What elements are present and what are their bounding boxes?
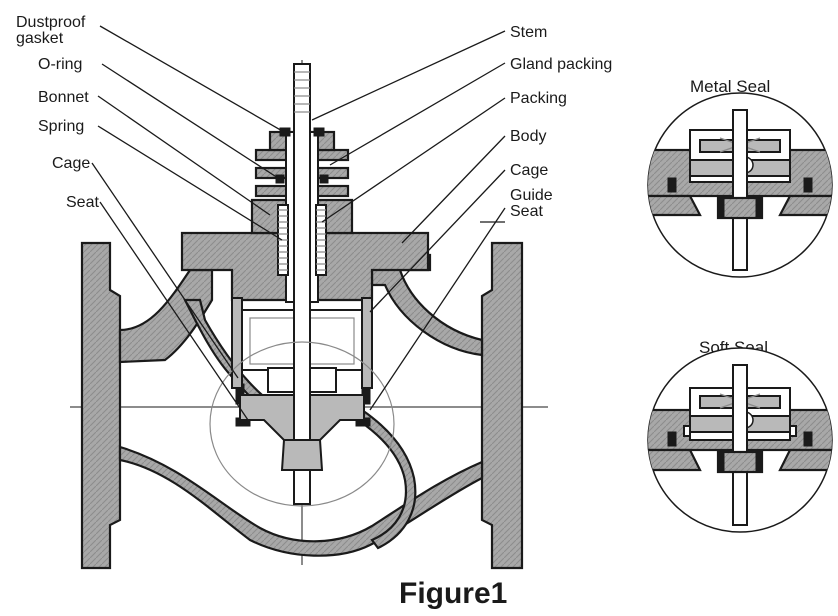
seat-detail-circle <box>209 341 395 507</box>
left-labels: Dustproof gasket O-ring Bonnet Spring Ca… <box>16 14 99 211</box>
label-guide: Guide <box>510 187 553 204</box>
body-upper-right <box>370 253 484 357</box>
label-seat-left: Seat <box>66 194 99 211</box>
label-body: Body <box>510 128 546 145</box>
left-leader-lines <box>91 25 285 421</box>
label-bonnet: Bonnet <box>38 89 89 106</box>
figure-title: Figure1 <box>399 577 507 610</box>
valve-stem <box>293 63 311 505</box>
left-flange <box>80 241 122 570</box>
right-leader-lines <box>311 30 506 411</box>
label-spring: Spring <box>38 118 84 135</box>
detail-soft-seal: Soft Seal <box>647 338 833 533</box>
label-o-ring: O-ring <box>38 56 82 73</box>
metal-seal-title: Metal Seal <box>690 77 770 96</box>
label-dustproof-gasket-1: Dustproof <box>16 14 86 31</box>
label-cage-right: Cage <box>510 162 548 179</box>
spring-coils <box>277 204 327 276</box>
label-cage-left: Cage <box>52 155 90 172</box>
label-packing: Packing <box>510 90 567 107</box>
right-labels: Stem Gland packing Packing Body Cage Gui… <box>510 24 612 220</box>
label-stem: Stem <box>510 24 547 41</box>
detail-metal-seal: Metal Seal <box>647 77 833 278</box>
right-flange <box>480 241 524 570</box>
valve-section-drawing <box>70 60 548 570</box>
label-gland-packing: Gland packing <box>510 56 612 73</box>
label-seat-right: Seat <box>510 203 543 220</box>
label-dustproof-gasket-2: gasket <box>16 30 64 47</box>
lower-guide <box>280 439 324 471</box>
